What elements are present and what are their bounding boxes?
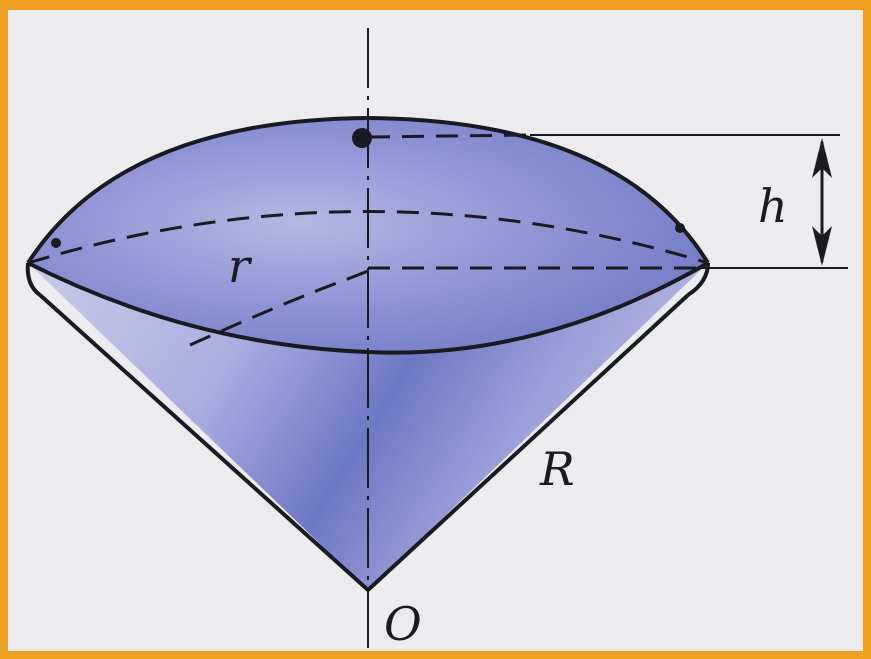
cone-right-edge: [366, 293, 690, 592]
label-R: R: [539, 442, 575, 496]
radius-line-r: [189, 269, 369, 347]
h-arrow-head-top: [812, 138, 832, 178]
label-r: r: [228, 239, 253, 293]
left-rim-point: [51, 238, 61, 248]
label-h: h: [758, 179, 788, 233]
right-rim-point: [675, 223, 685, 233]
label-O: O: [384, 597, 422, 651]
cone-left-edge: [38, 293, 370, 592]
cap-outline: [26, 115, 710, 265]
cap-top-point: [352, 128, 372, 148]
cone-left-rim: [25, 262, 42, 297]
cone-right-rim: [686, 262, 710, 297]
h-arrow-head-bottom: [812, 226, 832, 266]
base-ellipse-back: [27, 210, 709, 265]
base-ellipse-front: [27, 261, 709, 355]
cone-body: [28, 263, 708, 590]
top-dashed-line: [367, 133, 531, 139]
